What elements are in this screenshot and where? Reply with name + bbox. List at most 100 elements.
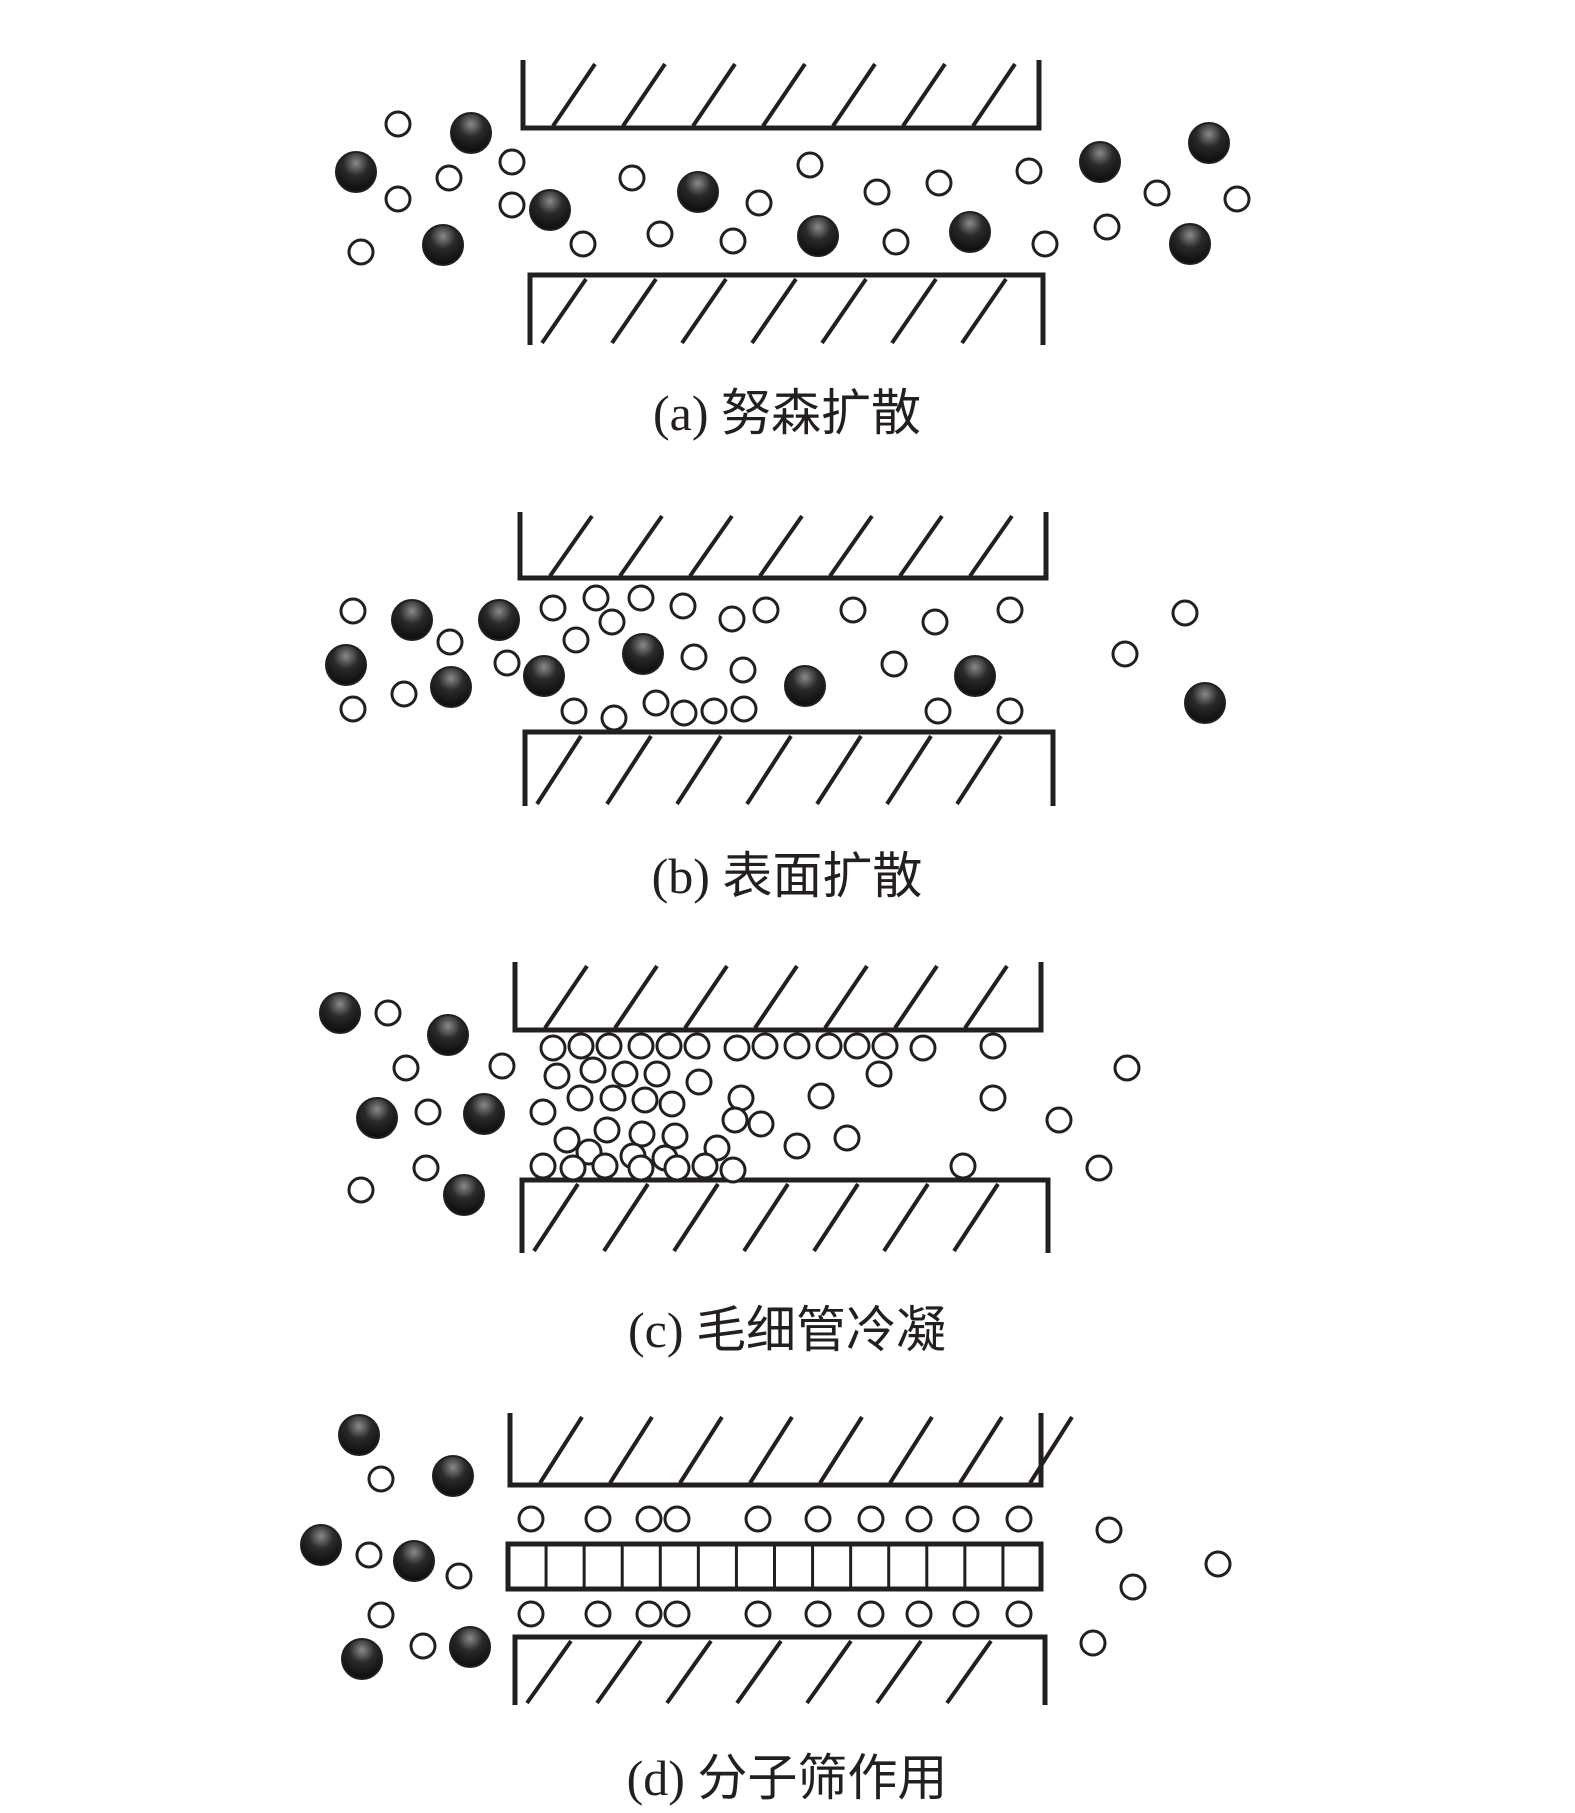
small-molecule bbox=[1093, 213, 1121, 241]
panel-b-hatch-line bbox=[815, 734, 863, 806]
panel-c-hatch-line bbox=[613, 964, 659, 1030]
small-molecule bbox=[1113, 1054, 1141, 1082]
small-molecule bbox=[1119, 1573, 1147, 1601]
large-molecule bbox=[1188, 122, 1230, 164]
small-molecule bbox=[347, 238, 375, 266]
small-molecule bbox=[1171, 599, 1199, 627]
large-molecule bbox=[797, 215, 839, 257]
small-molecule bbox=[921, 608, 949, 636]
panel-a-hatch-line bbox=[831, 62, 877, 128]
small-molecule bbox=[663, 1600, 691, 1628]
small-molecule bbox=[627, 1154, 655, 1182]
panel-d-hatch-line bbox=[608, 1415, 654, 1485]
panel-a-lower-wall-hatching bbox=[540, 277, 1008, 345]
panel-a-knudsen-diffusion bbox=[335, 60, 1251, 345]
large-molecule bbox=[1169, 223, 1211, 265]
small-molecule bbox=[730, 695, 758, 723]
small-molecule bbox=[718, 605, 746, 633]
panel-a-hatch-line bbox=[750, 277, 798, 345]
large-molecule bbox=[393, 1540, 435, 1582]
small-molecule bbox=[949, 1152, 977, 1180]
panel-d-hatch-line bbox=[678, 1415, 724, 1485]
small-molecule bbox=[436, 628, 464, 656]
panel-b-lower-wall-hatching bbox=[535, 734, 1003, 806]
small-molecule bbox=[445, 1562, 473, 1590]
panel-d-lower-wall-hatching bbox=[525, 1639, 993, 1705]
large-molecule bbox=[450, 112, 492, 154]
small-molecule bbox=[1005, 1505, 1033, 1533]
large-molecule bbox=[300, 1524, 342, 1566]
large-molecule bbox=[784, 665, 826, 707]
small-molecule bbox=[384, 110, 412, 138]
small-molecule bbox=[1005, 1600, 1033, 1628]
small-molecule bbox=[804, 1600, 832, 1628]
panel-a-hatch-line bbox=[971, 62, 1017, 128]
small-molecule bbox=[1223, 185, 1251, 213]
small-molecule bbox=[1015, 157, 1043, 185]
large-molecule bbox=[949, 211, 991, 253]
small-molecule bbox=[374, 999, 402, 1027]
panel-d-hatch-line bbox=[538, 1415, 584, 1485]
panel-a-lower-wall bbox=[527, 272, 1046, 345]
small-molecule bbox=[414, 1098, 442, 1126]
small-molecule bbox=[539, 594, 567, 622]
small-molecule bbox=[843, 1032, 871, 1060]
panel-b-hatch-line bbox=[688, 514, 734, 578]
panel-d-hatch-line bbox=[748, 1415, 794, 1485]
small-molecule bbox=[723, 1034, 751, 1062]
small-molecule bbox=[721, 1106, 749, 1134]
small-molecule bbox=[685, 1068, 713, 1096]
small-molecule bbox=[390, 680, 418, 708]
large-molecule bbox=[325, 644, 367, 686]
panel-c-hatch-line bbox=[532, 1182, 580, 1253]
panel-d-hatch-line bbox=[665, 1639, 713, 1705]
small-molecule bbox=[339, 695, 367, 723]
small-molecule bbox=[562, 626, 590, 654]
small-molecule bbox=[582, 584, 610, 612]
large-molecule bbox=[1184, 682, 1226, 724]
small-molecule bbox=[905, 1505, 933, 1533]
panel-a-hatch-line bbox=[901, 62, 947, 128]
small-molecule bbox=[591, 1152, 619, 1180]
panel-d-molecular-sieving bbox=[300, 1413, 1232, 1705]
panel-d-hatch-line bbox=[888, 1415, 934, 1485]
large-molecule bbox=[1079, 141, 1121, 183]
panel-c-hatch-line bbox=[823, 964, 869, 1030]
small-molecule bbox=[865, 1060, 893, 1088]
large-molecule bbox=[338, 1414, 380, 1456]
panel-b-hatch-line bbox=[745, 734, 793, 806]
small-molecule bbox=[488, 1052, 516, 1080]
small-molecule bbox=[412, 1154, 440, 1182]
panel-a-hatch-line bbox=[551, 62, 597, 128]
small-molecule bbox=[952, 1600, 980, 1628]
panel-d-caption: (d) 分子筛作用 bbox=[627, 1750, 948, 1806]
panel-d-hatch-line bbox=[805, 1639, 853, 1705]
small-molecule bbox=[1031, 230, 1059, 258]
panel-d-hatch-line bbox=[1028, 1415, 1074, 1485]
small-molecule bbox=[815, 1032, 843, 1060]
panel-a-hatch-line bbox=[761, 62, 807, 128]
panel-b-hatch-line bbox=[828, 514, 874, 578]
panel-a-upper-wall bbox=[520, 60, 1042, 131]
small-molecule bbox=[642, 689, 670, 717]
small-molecule bbox=[584, 1600, 612, 1628]
panel-c-hatch-line bbox=[753, 964, 799, 1030]
panel-a-upper-wall-hatching bbox=[551, 62, 1017, 128]
panel-b-surface-diffusion bbox=[325, 512, 1226, 806]
small-molecule bbox=[661, 1122, 689, 1150]
panel-c-hatch-line bbox=[882, 1182, 930, 1253]
small-molecule bbox=[700, 697, 728, 725]
small-molecule bbox=[871, 1032, 899, 1060]
small-molecule bbox=[1079, 1629, 1107, 1657]
panel-d-lower-wall bbox=[512, 1634, 1048, 1705]
small-molecule bbox=[804, 1505, 832, 1533]
small-molecule bbox=[593, 1116, 621, 1144]
small-molecule bbox=[1045, 1106, 1073, 1134]
small-molecule bbox=[751, 1032, 779, 1060]
panel-d-hatch-line bbox=[595, 1639, 643, 1705]
small-molecule bbox=[529, 1098, 557, 1126]
small-molecule bbox=[367, 1465, 395, 1493]
panel-a-hatch-line bbox=[610, 277, 658, 345]
panel-c-lower-wall-hatching bbox=[532, 1182, 1000, 1253]
small-molecule bbox=[1111, 640, 1139, 668]
